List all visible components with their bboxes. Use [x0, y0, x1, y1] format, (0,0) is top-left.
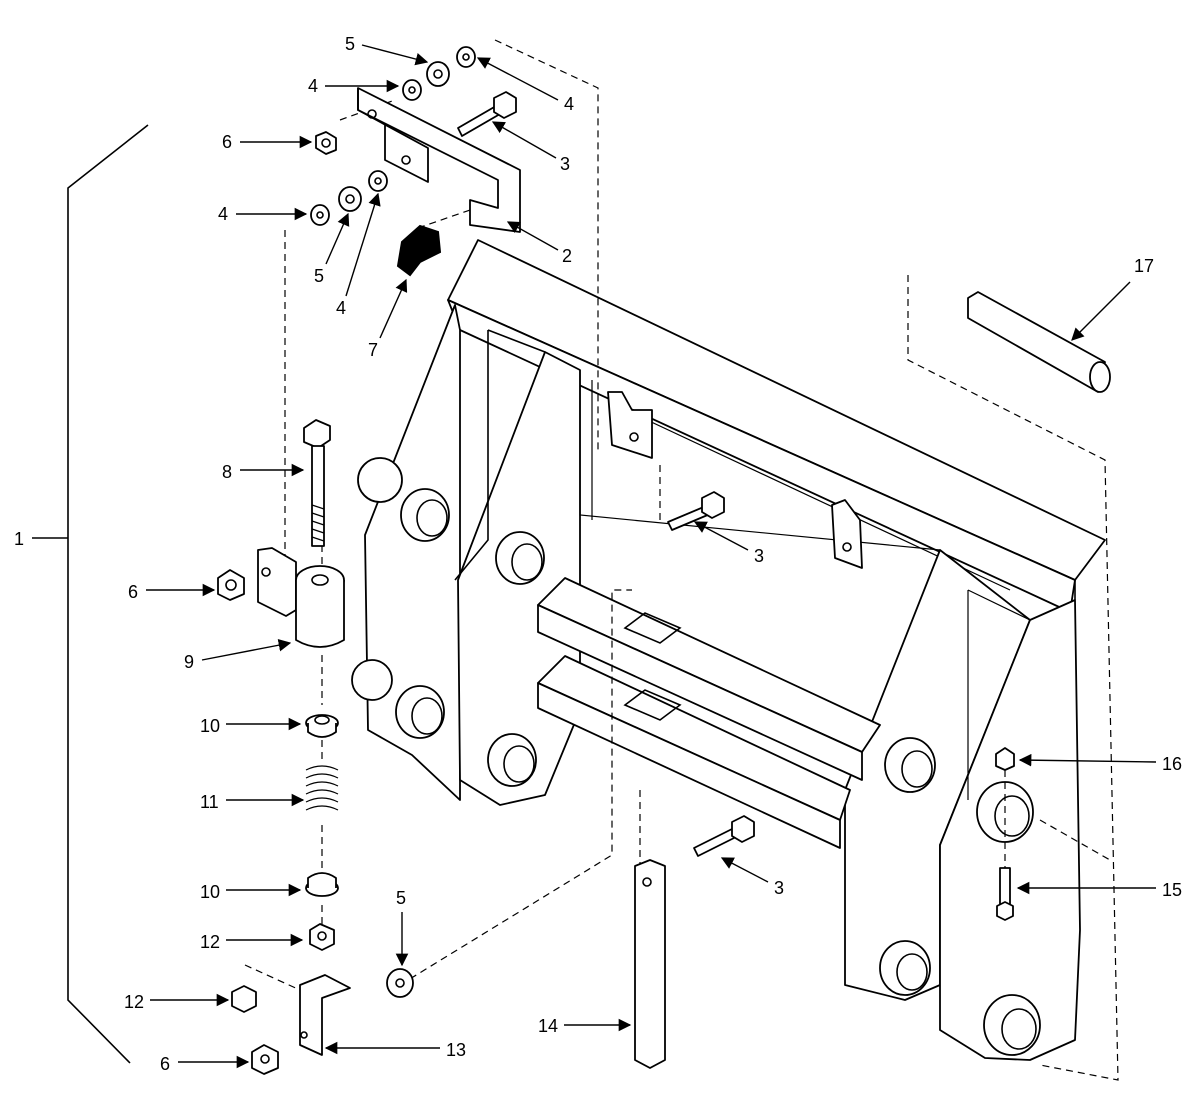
callout-7: 7	[368, 340, 378, 360]
callout-12-lower: 12	[124, 992, 144, 1012]
lower-bracket	[231, 968, 414, 1075]
callout-2: 2	[562, 246, 572, 266]
assembly-bracket	[32, 124, 149, 1064]
callout-15: 15	[1162, 880, 1182, 900]
callout-4-mid: 4	[336, 298, 346, 318]
callout-17: 17	[1134, 256, 1154, 276]
nut-top	[315, 131, 337, 155]
callout-5-low: 5	[396, 888, 406, 908]
callout-4-top-left: 4	[308, 76, 318, 96]
bolt-mid	[667, 491, 725, 531]
callout-16: 16	[1162, 754, 1182, 774]
main-frame	[351, 239, 1106, 1061]
callout-10-upper: 10	[200, 716, 220, 736]
callout-5-top: 5	[345, 34, 355, 54]
callout-3-top: 3	[560, 154, 570, 174]
callouts: 1 5 4 4 6 3 4 2 5 4 7 17 8 3 6 9 10	[14, 34, 1182, 1074]
callout-4-top-right: 4	[564, 94, 574, 114]
bolt-low	[693, 815, 755, 857]
pin	[967, 291, 1111, 393]
callout-6-low: 6	[160, 1054, 170, 1074]
callout-14: 14	[538, 1016, 558, 1036]
bushings-left	[351, 457, 545, 787]
assembly-guide-lines	[244, 39, 1119, 1081]
bushings-right	[879, 737, 1041, 1056]
callout-10-lower: 10	[200, 882, 220, 902]
handle-bar	[634, 859, 666, 1069]
callout-12-upper: 12	[200, 932, 220, 952]
latch-bracket-part	[357, 87, 521, 233]
washers-mid	[310, 170, 388, 226]
spring-stack	[305, 714, 339, 951]
washers-top	[402, 46, 476, 101]
callout-4-mid-left: 4	[218, 204, 228, 224]
callout-8: 8	[222, 462, 232, 482]
callout-9: 9	[184, 652, 194, 672]
callout-13: 13	[446, 1040, 466, 1060]
callout-3-mid: 3	[754, 546, 764, 566]
bolt-top	[457, 91, 517, 137]
long-bolt	[303, 419, 331, 547]
set-screw-parts	[995, 747, 1015, 921]
callout-6-mid: 6	[128, 582, 138, 602]
nut-mid	[217, 569, 245, 601]
handle-knob	[396, 224, 442, 277]
callout-11: 11	[200, 792, 219, 812]
callout-3-low: 3	[774, 878, 784, 898]
callout-1: 1	[14, 529, 24, 549]
callout-5-mid: 5	[314, 266, 324, 286]
latch-body	[257, 547, 345, 648]
callout-6-top: 6	[222, 132, 232, 152]
